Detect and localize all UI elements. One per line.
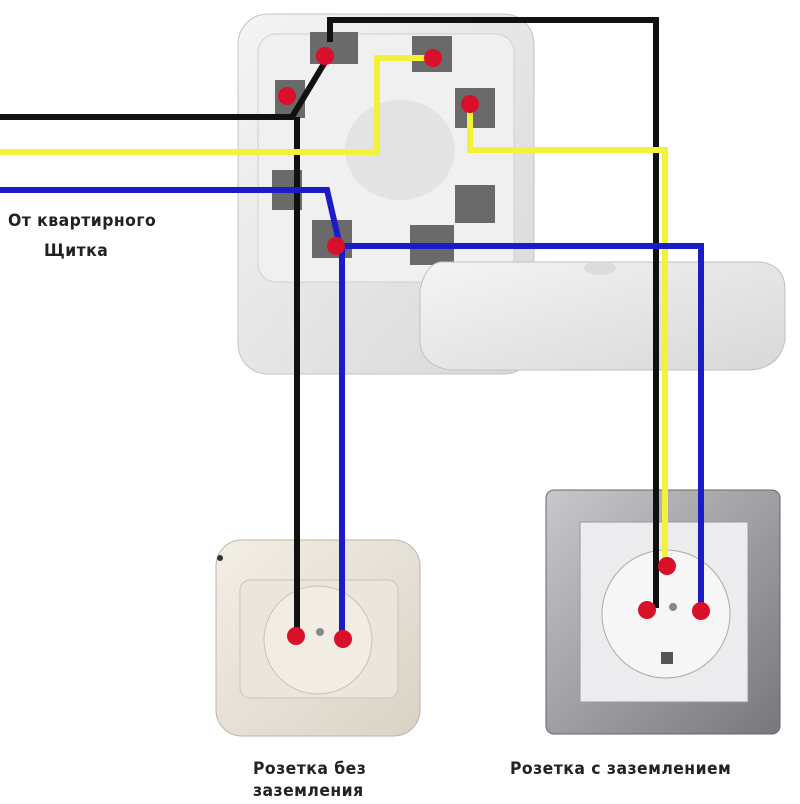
terminal-points: [278, 47, 710, 648]
phase-wire-socket2: [327, 17, 659, 608]
phase-wire-feed: [0, 60, 328, 120]
ground-wire-feed: [0, 55, 432, 155]
neutral-wire-feed: [0, 187, 343, 247]
source-label-line1: От квартирного: [8, 211, 157, 231]
junction-box-lid: [419, 261, 786, 371]
wires: [0, 17, 704, 636]
socket-no-ground-label-line2: заземления: [253, 781, 364, 801]
source-label-line2: Щитка: [44, 241, 109, 261]
socket-no-ground-label-line1: Розетка без: [253, 759, 367, 779]
socket-with-ground-label: Розетка с заземлением: [510, 759, 732, 779]
socket-no-ground: [215, 539, 421, 737]
neutral-wire-socket2: [342, 243, 704, 608]
ground-wire-socket2: [467, 104, 668, 565]
